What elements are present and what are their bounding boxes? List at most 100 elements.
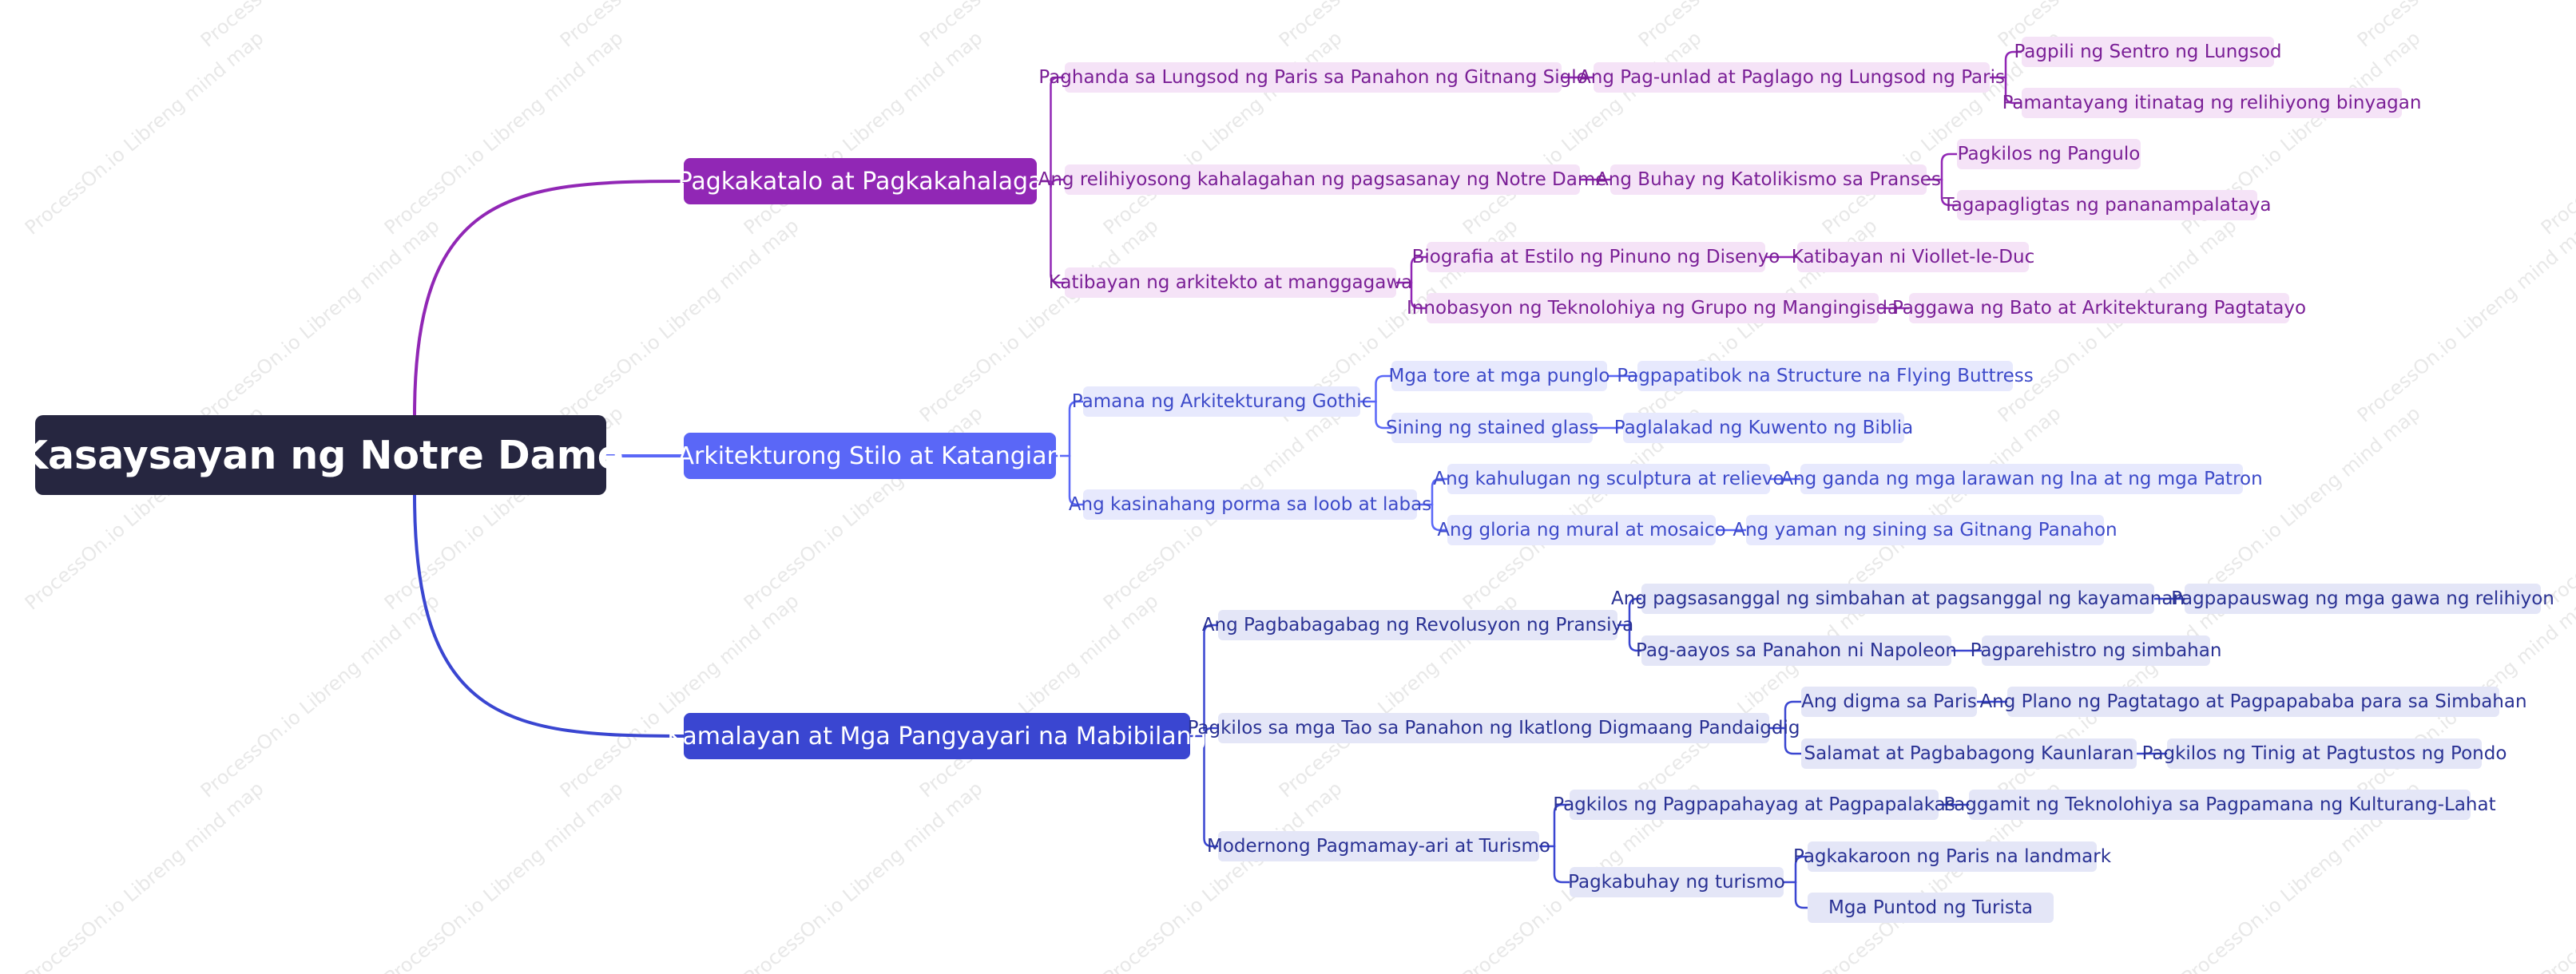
topic-ang-pag-unlad-at-paglago-ng-lungsod-ng-paris[interactable]: Ang Pag-unlad at Paglago ng Lungsod ng P…	[1578, 62, 2005, 93]
topic-katibayan-ng-arkitekto-at-manggagawa[interactable]: Katibayan ng arkitekto at manggagawa	[1049, 267, 1412, 298]
node-label: Paggawa ng Bato at Arkitekturang Pagtata…	[1891, 298, 2307, 319]
node-label: Biografia at Estilo ng Pinuno ng Disenyo	[1411, 247, 1780, 267]
topic-ang-yaman-ng-sining-sa-gitnang-panahon[interactable]: Ang yaman ng sining sa Gitnang Panahon	[1733, 515, 2118, 545]
topic-pagkilos-ng-pagpapahayag-at-pagpapalakas[interactable]: Pagkilos ng Pagpapahayag at Pagpapalakas	[1553, 790, 1955, 820]
topic-salamat-at-pagbabagong-kaunlaran[interactable]: Salamat at Pagbabagong Kaunlaran	[1801, 738, 2137, 769]
node-label: Pagpapatibok na Structure na Flying Butt…	[1617, 366, 2034, 386]
topic-ang-digma-sa-paris[interactable]: Ang digma sa Paris	[1801, 687, 1977, 717]
node-label: Pagkakatalo at Pagkakahalaga	[677, 167, 1043, 196]
topic-pagpili-ng-sentro-ng-lungsod[interactable]: Pagpili ng Sentro ng Lungsod	[2014, 37, 2282, 67]
topic-innobasyon-ng-teknolohiya-ng-grupo-ng-mangingisda[interactable]: Innobasyon ng Teknolohiya ng Grupo ng Ma…	[1407, 293, 1899, 323]
node-label: Kasaysayan ng Notre Dame	[18, 432, 624, 478]
topic-ang-relihiyosong-kahalagahan-ng-pagsasanay-ng-notre-dame[interactable]: Ang relihiyosong kahalagahan ng pagsasan…	[1038, 164, 1606, 195]
topic-ang-buhay-ng-katolikismo-sa-pranses[interactable]: Ang Buhay ng Katolikismo sa Pranses	[1596, 164, 1941, 195]
topic-pagkabuhay-ng-turismo[interactable]: Pagkabuhay ng turismo	[1568, 867, 1785, 897]
connector-line	[1940, 178, 1959, 207]
topic-sining-ng-stained-glass[interactable]: Sining ng stained glass	[1386, 413, 1598, 443]
connector-line	[1794, 881, 1809, 909]
connector-line	[2004, 50, 2023, 79]
node-label: Pagpapauswag ng mga gawa ng relihiyon	[2171, 588, 2554, 609]
topic-paglalakad-ng-kuwento-ng-biblia[interactable]: Paglalakad ng Kuwento ng Biblia	[1614, 413, 1913, 443]
node-label: Arkitekturong Stilo at Katangian	[677, 441, 1062, 470]
topic-modernong-pagmamay-ari-at-turismo[interactable]: Modernong Pagmamay-ari at Turismo	[1207, 831, 1550, 861]
topic-pag-aayos-sa-panahon-ni-napoleon[interactable]: Pag-aayos sa Panahon ni Napoleon	[1636, 635, 1957, 666]
connector-line	[1410, 255, 1428, 284]
topic-ang-gloria-ng-mural-at-mosaico[interactable]: Ang gloria ng mural at mosaico	[1437, 515, 1726, 545]
connector-line	[1940, 152, 1959, 181]
connector-line	[1784, 700, 1803, 730]
topic-paghanda-sa-lungsod-ng-paris-sa-panahon-ng-gitnang-siglo[interactable]: Paghanda sa Lungsod ng Paris sa Panahon …	[1038, 62, 1588, 93]
connector-line	[1203, 624, 1220, 738]
node-label: Ang gloria ng mural at mosaico	[1437, 520, 1726, 540]
topic-tagapagligtas-ng-pananampalataya[interactable]: Tagapagligtas ng pananampalataya	[1943, 190, 2272, 220]
topic-paggamit-ng-teknolohiya-sa-pagpamana-ng-kulturang-lahat[interactable]: Paggamit ng Teknolohiya sa Pagpamana ng …	[1943, 790, 2496, 820]
topic-mga-tore-at-mga-punglo[interactable]: Mga tore at mga punglo	[1389, 361, 1610, 391]
node-label: Innobasyon ng Teknolohiya ng Grupo ng Ma…	[1407, 298, 1899, 319]
connector-line	[2004, 76, 2023, 105]
node-label: Pagkilos ng Pangulo	[1957, 144, 2141, 164]
node-label: Paggamit ng Teknolohiya sa Pagpamana ng …	[1943, 794, 2496, 815]
connector-line	[1375, 400, 1393, 430]
connector-line	[1050, 76, 1066, 183]
node-label: Ang kahulugan ng sculptura at relievo	[1433, 469, 1784, 489]
topic-ang-kasinahang-porma-sa-loob-at-labas[interactable]: Ang kasinahang porma sa loob at labas	[1069, 489, 1431, 520]
topic-pagkilos-sa-mga-tao-sa-panahon-ng-ikatlong-digmaang-pandaigdig[interactable]: Pagkilos sa mga Tao sa Panahon ng Ikatlo…	[1188, 713, 1800, 743]
topic-mga-puntod-ng-turista[interactable]: Mga Puntod ng Turista	[1808, 893, 2054, 923]
node-label: Pamantayang itinatag ng relihiyong binya…	[2002, 93, 2422, 113]
node-label: Pagparehistro ng simbahan	[1970, 640, 2222, 661]
node-label: Modernong Pagmamay-ari at Turismo	[1207, 836, 1551, 857]
topic-ang-plano-ng-pagtatago-at-pagpapababa-para-sa-simbahan[interactable]: Ang Plano ng Pagtatago at Pagpapababa pa…	[1979, 687, 2527, 717]
node-label: Ang Plano ng Pagtatago at Pagpapababa pa…	[1979, 691, 2527, 712]
connector-line	[1628, 597, 1643, 627]
root-connector	[413, 493, 685, 738]
root-topic[interactable]: Kasaysayan ng Notre Dame	[18, 415, 624, 495]
topic-pamantayang-itinatag-ng-relihiyong-binyagan[interactable]: Pamantayang itinatag ng relihiyong binya…	[2002, 88, 2421, 118]
node-label: Pagkabuhay ng turismo	[1568, 872, 1785, 893]
branch-kamalayan-at-mga-pangyayari-na-mabibilang[interactable]: Kamalayan at Mga Pangyayari na Mabibilan…	[667, 713, 1207, 759]
connector-line	[1203, 727, 1220, 738]
connector-line	[1553, 803, 1571, 848]
node-label: Ang kasinahang porma sa loob at labas	[1068, 494, 1432, 515]
connector-line	[1203, 734, 1220, 848]
topic-biografia-at-estilo-ng-pinuno-ng-disenyo[interactable]: Biografia at Estilo ng Pinuno ng Disenyo	[1412, 242, 1780, 272]
node-label: Pagkakaroon ng Paris na landmark	[1793, 846, 2112, 867]
node-label: Salamat at Pagbabagong Kaunlaran	[1804, 743, 2134, 764]
node-label: Sining ng stained glass	[1385, 418, 1599, 438]
topic-pagkilos-ng-pangulo[interactable]: Pagkilos ng Pangulo	[1957, 139, 2141, 169]
node-label: Pagkilos ng Tinig at Pagtustos ng Pondo	[2141, 743, 2507, 764]
topic-ang-kahulugan-ng-sculptura-at-relievo[interactable]: Ang kahulugan ng sculptura at relievo	[1433, 464, 1784, 494]
node-label: Katibayan ni Viollet-le-Duc	[1791, 247, 2035, 267]
node-label: Ang Pag-unlad at Paglago ng Lungsod ng P…	[1578, 67, 2005, 88]
topic-katibayan-ni-viollet-le-duc[interactable]: Katibayan ni Viollet-le-Duc	[1792, 242, 2034, 272]
node-label: Ang digma sa Paris	[1801, 691, 1977, 712]
connector-line	[1431, 503, 1449, 532]
topic-pagkakaroon-ng-paris-na-landmark[interactable]: Pagkakaroon ng Paris na landmark	[1793, 841, 2111, 872]
topic-pamana-ng-arkitekturang-gothic[interactable]: Pamana ng Arkitekturang Gothic	[1072, 386, 1371, 417]
node-label: Kamalayan at Mga Pangyayari na Mabibilan…	[667, 722, 1207, 750]
node-label: Pamana ng Arkitekturang Gothic	[1071, 391, 1372, 412]
topic-pagpapauswag-ng-mga-gawa-ng-relihiyon[interactable]: Pagpapauswag ng mga gawa ng relihiyon	[2171, 584, 2554, 614]
topic-pagparehistro-ng-simbahan[interactable]: Pagparehistro ng simbahan	[1971, 635, 2221, 666]
topic-pagkilos-ng-tinig-at-pagtustos-ng-pondo[interactable]: Pagkilos ng Tinig at Pagtustos ng Pondo	[2142, 738, 2507, 769]
topic-ang-pagsasanggal-ng-simbahan-at-pagsanggal-ng-kayamanan[interactable]: Ang pagsasanggal ng simbahan at pagsangg…	[1611, 584, 2185, 614]
connector-line	[1068, 454, 1085, 506]
node-label: Ang pagsasanggal ng simbahan at pagsangg…	[1610, 588, 2185, 609]
node-label: Pagpili ng Sentro ng Lungsod	[2014, 42, 2282, 62]
node-label: Pag-aayos sa Panahon ni Napoleon	[1636, 640, 1957, 661]
node-label: Pagkilos sa mga Tao sa Panahon ng Ikatlo…	[1187, 718, 1800, 738]
topic-pagpapatibok-na-structure-na-flying-buttress[interactable]: Pagpapatibok na Structure na Flying Butt…	[1617, 361, 2034, 391]
topic-ang-ganda-ng-mga-larawan-ng-ina-at-ng-mga-patron[interactable]: Ang ganda ng mga larawan ng Ina at ng mg…	[1780, 464, 2263, 494]
node-label: Ang Pagbabagabag ng Revolusyon ng Pransi…	[1201, 615, 1634, 635]
node-label: Tagapagligtas ng pananampalataya	[1943, 195, 2272, 216]
topic-ang-pagbabagabag-ng-revolusyon-ng-pransiya[interactable]: Ang Pagbabagabag ng Revolusyon ng Pransi…	[1202, 610, 1633, 640]
node-label: Pagkilos ng Pagpapahayag at Pagpapalakas	[1553, 794, 1955, 815]
branch-pagkakatalo-at-pagkakahalaga[interactable]: Pagkakatalo at Pagkakahalaga	[678, 158, 1042, 204]
connector-line	[1553, 845, 1571, 884]
connector-line	[1794, 855, 1809, 884]
connector-line	[1431, 477, 1449, 506]
node-label: Ang Buhay ng Katolikismo sa Pranses	[1596, 169, 1941, 190]
branch-arkitekturong-stilo-at-katangian[interactable]: Arkitekturong Stilo at Katangian	[677, 433, 1062, 479]
topic-paggawa-ng-bato-at-arkitekturang-pagtatayo[interactable]: Paggawa ng Bato at Arkitekturang Pagtata…	[1892, 293, 2306, 323]
